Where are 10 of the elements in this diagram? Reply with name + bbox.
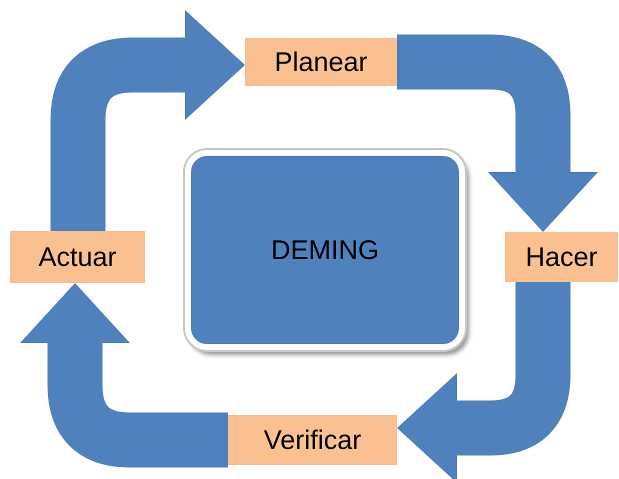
step-box [10,231,145,283]
step-label: DEMING [271,234,379,266]
step-box [245,38,397,86]
step-box [228,415,397,465]
step-label: Verificar [264,424,362,456]
step-box [505,232,618,282]
step-label: Hacer [525,242,598,272]
step-label: Planear [274,46,368,78]
step-label: Actuar [38,242,117,272]
center-box [185,150,465,350]
